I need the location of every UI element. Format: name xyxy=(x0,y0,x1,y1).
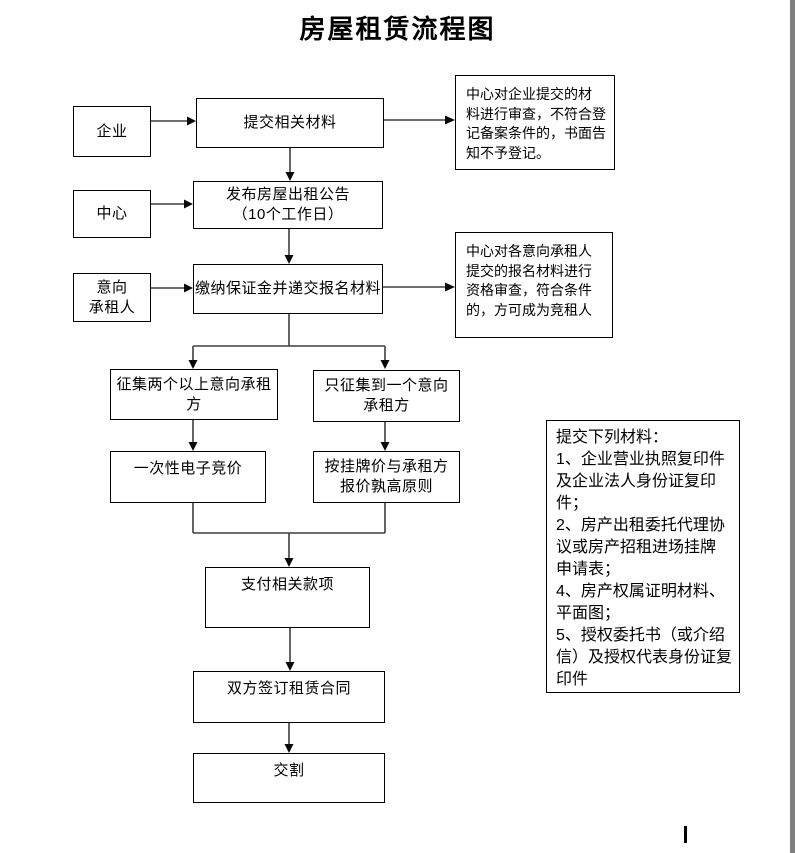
step-box-handover: 交割 xyxy=(193,753,385,803)
step-box-publish-notice: 发布房屋出租公告 （10个工作日） xyxy=(193,181,383,229)
connector-single-to-price-rule xyxy=(380,422,390,451)
step-box-pay-deposit: 缴纳保证金并递交报名材料 xyxy=(193,264,383,314)
actor-box-enterprise: 企业 xyxy=(73,106,151,157)
branch-box-single-tenant: 只征集到一个意向 承租方 xyxy=(313,370,460,422)
connector-tenant-to-deposit xyxy=(151,283,193,293)
branch-box-multiple-tenants: 征集两个以上意向承租 方 xyxy=(110,369,278,420)
connector-branches-merge xyxy=(192,503,386,567)
connector-center-to-publish xyxy=(151,199,193,209)
text-cursor xyxy=(684,826,687,843)
connector-publish-to-deposit xyxy=(284,229,294,264)
connector-deposit-split xyxy=(188,314,390,369)
step-box-sign-contract: 双方签订租赁合同 xyxy=(193,671,385,723)
connector-multiple-to-bidding xyxy=(188,420,198,451)
connector-sign-to-handover xyxy=(284,723,294,753)
connector-submit-to-publish xyxy=(285,148,295,181)
actor-box-intended-tenant: 意向 承租人 xyxy=(73,273,151,322)
note-box-review-registration: 中心对企业提交的材 料进行审查，不符合登 记备案条件的，书面告 知不予登记。 xyxy=(455,75,615,170)
branch-box-electronic-bidding: 一次性电子竞价 xyxy=(110,451,266,503)
connector-deposit-to-qualification-note xyxy=(383,282,455,292)
actor-box-center: 中心 xyxy=(73,190,151,238)
note-box-required-materials: 提交下列材料： 1、企业营业执照复印件 及企业法人身份证复印 件； 2、房产出租… xyxy=(546,420,740,693)
connector-pay-to-sign xyxy=(285,628,295,671)
note-box-qualification-review: 中心对各意向承租人 提交的报名材料进行 资格审查，符合条件 的，方可成为竞租人 xyxy=(455,232,613,338)
step-box-submit-materials: 提交相关材料 xyxy=(196,98,384,148)
page-title: 房屋租赁流程图 xyxy=(299,14,496,44)
connector-submit-to-review-note xyxy=(384,115,455,125)
connector-enterprise-to-submit xyxy=(151,116,196,126)
step-box-pay-fees: 支付相关款项 xyxy=(205,567,370,628)
window-edge xyxy=(790,0,795,853)
branch-box-higher-price-rule: 按挂牌价与承租方 报价孰高原则 xyxy=(313,451,460,503)
